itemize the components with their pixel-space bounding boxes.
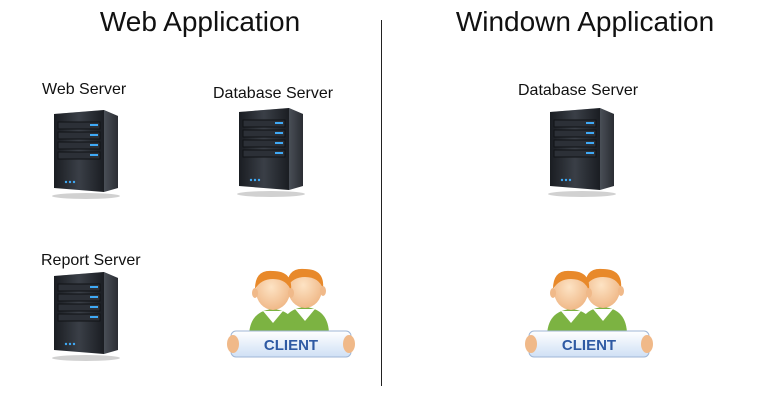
client-label: CLIENT bbox=[264, 337, 318, 354]
section-divider bbox=[381, 20, 382, 386]
report-server-label: Report Server bbox=[41, 252, 141, 269]
window-database-server-icon bbox=[540, 106, 620, 198]
window-database-server-label: Database Server bbox=[518, 82, 639, 99]
web-server-label: Web Server bbox=[42, 81, 127, 98]
web-application-title: Web Application bbox=[99, 6, 301, 37]
window-client-users-icon: CLIENT bbox=[525, 268, 653, 358]
database-server-label: Database Server bbox=[213, 85, 334, 102]
web-server-icon bbox=[44, 108, 124, 200]
window-client-label: CLIENT bbox=[562, 337, 616, 354]
database-server-icon bbox=[229, 106, 309, 198]
client-users-icon: CLIENT bbox=[227, 268, 355, 358]
window-application-title: Windown Application bbox=[455, 6, 715, 37]
report-server-icon bbox=[44, 270, 124, 362]
